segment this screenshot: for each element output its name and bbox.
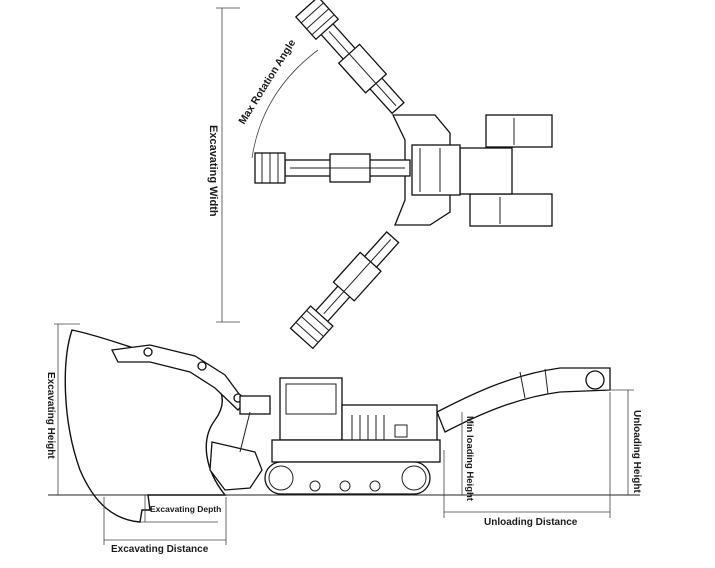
excavating-width-label: Excavating Width (207, 125, 219, 217)
side-view: Excavating Height Excavating Depth Excav… (45, 323, 642, 555)
excavating-depth-label: Excavating Depth (150, 504, 221, 514)
boom-top-upper (294, 0, 405, 115)
top-view: Excavating Width Max Rotation Angle (207, 0, 553, 350)
conveyor-side (436, 367, 611, 433)
min-loading-height-label: Min loading Height (464, 416, 475, 502)
machine-body-top (391, 114, 553, 227)
rotation-angle-arc (251, 49, 319, 159)
track-side (264, 461, 431, 495)
unloading-distance-label: Unloading Distance (484, 517, 578, 528)
unloading-height-label: Unloading Height (631, 410, 642, 493)
excavating-distance-label: Excavating Distance (111, 544, 209, 555)
boom-top-lower (289, 230, 400, 350)
boom-side (111, 344, 271, 491)
max-rotation-angle-label: Max Rotation Angle (236, 37, 298, 126)
excavating-height-label: Excavating Height (45, 372, 56, 459)
machine-body-side (271, 377, 441, 463)
boom-top-center (254, 152, 411, 184)
